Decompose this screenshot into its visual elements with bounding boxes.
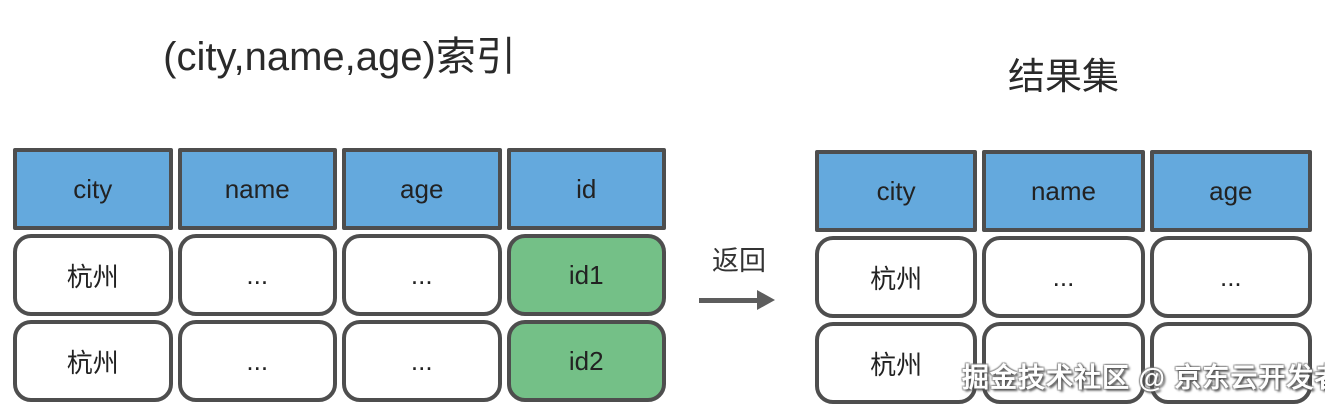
index-table-title: (city,name,age)索引 <box>163 35 516 79</box>
result-table-cell-r1c1: 杭州 <box>815 236 978 318</box>
index-table-cell-r2c1: 杭州 <box>13 320 173 402</box>
result-table-cell-r1c2: ... <box>982 236 1145 318</box>
index-table-cell-r1c3: ... <box>342 234 502 316</box>
return-arrow-label: 返回 <box>712 246 766 276</box>
watermark: 掘金技术社区 @ 京东云开发者 <box>962 363 1325 393</box>
result-table-header-name: name <box>982 150 1145 232</box>
arrow-line <box>699 297 757 303</box>
result-table-cell-r2c3 <box>1149 322 1312 404</box>
index-table-cell-r1c4: id1 <box>506 234 666 316</box>
index-table-header-age: age <box>342 148 502 230</box>
index-table-cell-r1c1: 杭州 <box>13 234 173 316</box>
index-table-cell-r2c2: ... <box>177 320 337 402</box>
index-table-cell-r2c3: ... <box>342 320 502 402</box>
index-table-header-city: city <box>13 148 173 230</box>
right-arrow-icon <box>699 290 779 310</box>
index-table-cell-r1c2: ... <box>177 234 337 316</box>
result-table-cell-r2c1: 杭州 <box>815 322 978 404</box>
index-table-header-name: name <box>177 148 337 230</box>
index-table-header-id: id <box>506 148 666 230</box>
index-table-cell-r2c4: id2 <box>506 320 666 402</box>
result-table-cell-r2c2 <box>982 322 1145 404</box>
result-table-header-age: age <box>1149 150 1312 232</box>
result-table-header-city: city <box>815 150 978 232</box>
result-table-cell-r1c3: ... <box>1149 236 1312 318</box>
return-arrow-group: 返回 <box>699 239 779 310</box>
result-set-title: 结果集 <box>1008 56 1119 97</box>
arrow-head <box>757 290 775 310</box>
